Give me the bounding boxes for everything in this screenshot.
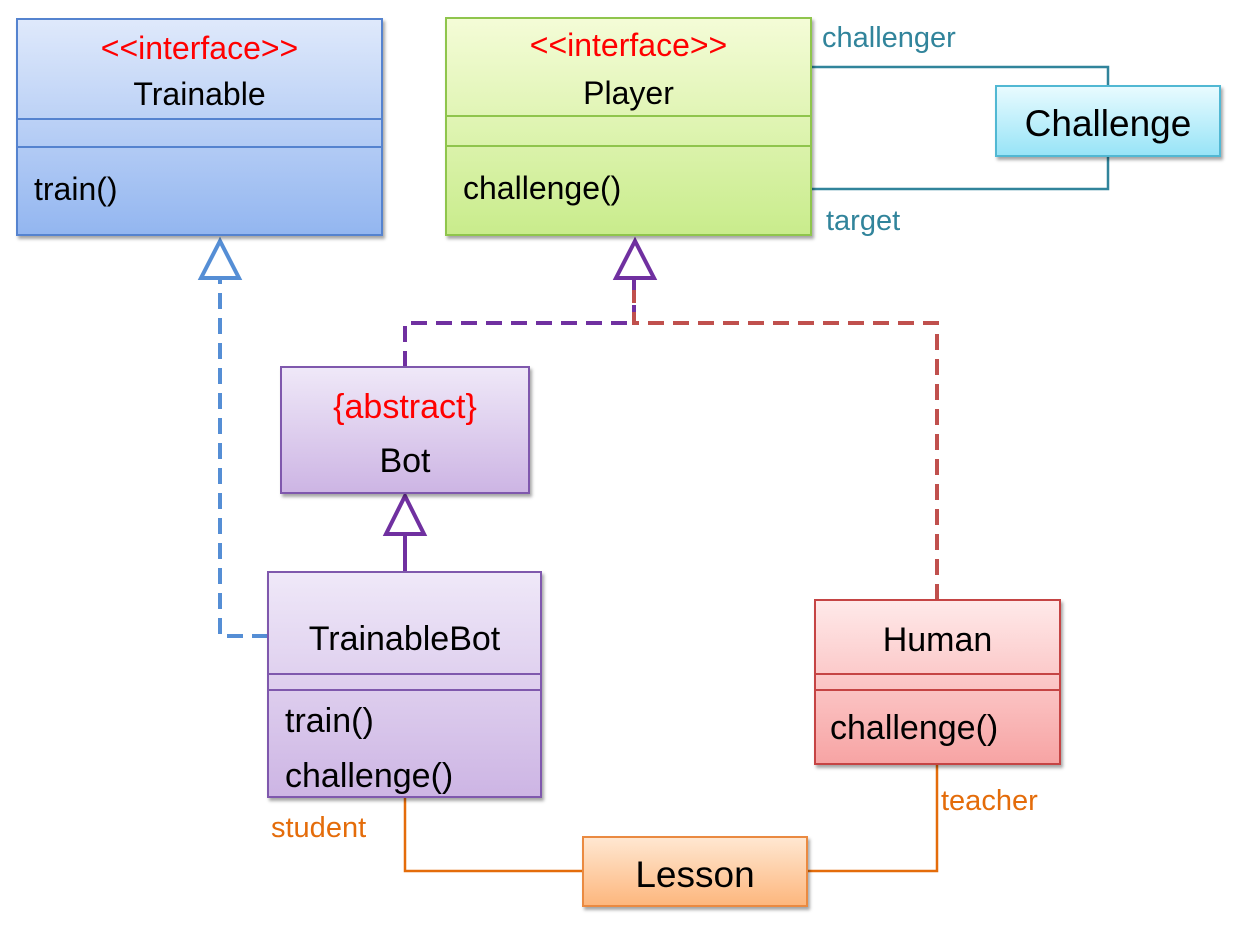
challenger-role-label: challenger	[822, 22, 956, 54]
human-attributes	[816, 673, 1059, 691]
player-name: Player	[583, 75, 674, 111]
challenge-class: Challenge	[995, 85, 1221, 157]
challenge-name: Challenge	[1024, 103, 1192, 144]
player-attributes	[447, 115, 810, 147]
student-association-line	[403, 797, 583, 873]
lesson-class: Lesson	[582, 836, 808, 907]
trainablebot-method-train: train()	[285, 702, 374, 740]
bot-name: Bot	[379, 442, 431, 480]
trainable-stereotype: <<interface>>	[100, 30, 299, 66]
player-interface: <<interface>> Player challenge()	[445, 17, 812, 236]
trainable-method: train()	[34, 171, 118, 207]
bot-abstract-class: {abstract} Bot	[280, 366, 530, 494]
player-method: challenge()	[463, 170, 622, 206]
teacher-role-label: teacher	[941, 785, 1038, 817]
challenger-association-line	[812, 65, 1110, 86]
lesson-name: Lesson	[635, 854, 755, 895]
player-realization-arrowhead	[612, 236, 658, 280]
trainablebot-header: TrainableBot	[269, 573, 540, 673]
trainable-header: <<interface>> Trainable	[18, 20, 381, 118]
target-role-label: target	[826, 205, 901, 237]
player-header: <<interface>> Player	[447, 19, 810, 115]
trainable-realization-line	[218, 279, 268, 638]
bot-stereotype: {abstract}	[333, 388, 477, 426]
trainablebot-attributes	[269, 673, 540, 691]
human-class: Human challenge()	[814, 599, 1061, 765]
human-name: Human	[882, 621, 993, 659]
trainablebot-method-challenge: challenge()	[285, 757, 454, 795]
human-realization-line	[632, 290, 939, 600]
trainable-realization-arrowhead	[197, 236, 243, 280]
human-header: Human	[816, 601, 1059, 673]
player-stereotype: <<interface>>	[529, 27, 728, 63]
teacher-association-line	[806, 764, 939, 873]
trainable-name: Trainable	[133, 76, 266, 112]
trainable-attributes	[18, 118, 381, 148]
trainable-interface: <<interface>> Trainable train()	[16, 18, 383, 236]
student-role-label: student	[271, 812, 367, 844]
trainablebot-class: TrainableBot train() challenge()	[267, 571, 542, 798]
human-method: challenge()	[830, 709, 999, 747]
bot-inheritance-arrowhead	[382, 491, 428, 536]
bot-realization-line	[403, 279, 636, 367]
target-association-line	[812, 156, 1110, 191]
trainablebot-name: TrainableBot	[308, 620, 501, 658]
